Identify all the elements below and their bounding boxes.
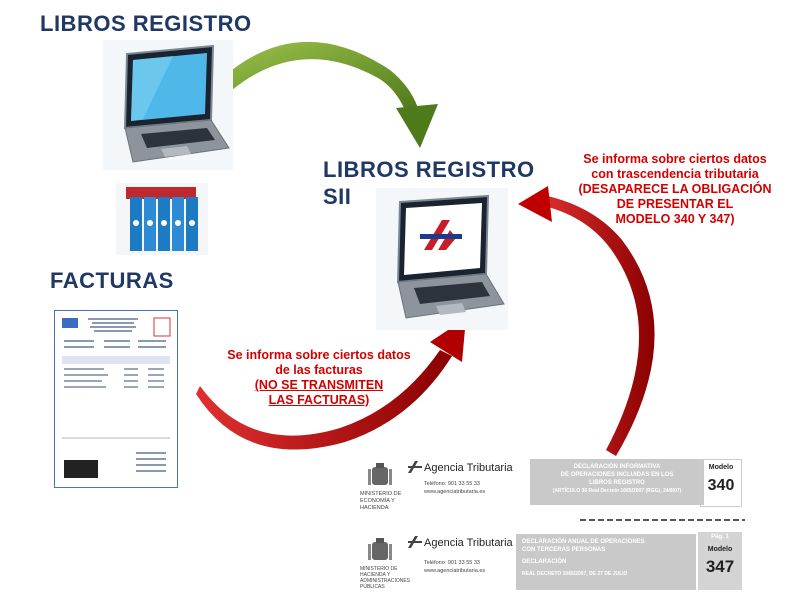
green-curved-arrow: [222, 41, 438, 148]
facturas-note-line4: LAS FACTURAS): [268, 393, 370, 407]
laptop-aeat-icon: [376, 188, 508, 330]
facturas-note: Se informa sobre ciertos datos de las fa…: [214, 348, 424, 408]
form340-title-line1: DECLARACIÓN INFORMATIVA: [573, 464, 661, 470]
heading-facturas: FACTURAS: [50, 268, 174, 293]
form340-title-line3: LIBROS REGISTRO: [589, 480, 645, 486]
form340-modelo-label: Modelo: [708, 464, 734, 471]
aeat-logo-icon: [420, 220, 462, 250]
form340-title-line4: (ARTÍCULO 36 Real Decreto 1065/2007 (RGG…: [552, 488, 682, 494]
modelos-note-line5: MODELO 340 Y 347): [615, 212, 735, 226]
heading-libros-registro-sii: LIBROS REGISTRO SII: [323, 156, 535, 210]
agency-logo-icon: [408, 536, 422, 548]
heading-sii-line2: SII: [323, 184, 352, 209]
form340-web: www.agenciatributaria.es: [424, 489, 486, 495]
form347-modelo-label: Modelo: [707, 546, 733, 553]
form347-title-line2: CON TERCERAS PERSONAS: [522, 547, 606, 553]
form347-title-line1: DECLARACIÓN ANUAL DE OPERACIONES: [522, 539, 645, 545]
coat-of-arms-icon: [368, 463, 392, 485]
form340-agency: Agencia Tributaria: [424, 462, 513, 474]
form347-agency: Agencia Tributaria: [424, 537, 513, 549]
agency-logo-icon: [408, 461, 422, 473]
form347-page-label: Pág. 1: [711, 534, 729, 540]
modelos-note-line3: (DESAPARECE LA OBLIGACIÓN: [578, 182, 772, 196]
invoice-icon: [54, 310, 178, 488]
form-modelo-347: MINISTERIO DE HACIENDA Y ADMINISTRACIONE…: [358, 530, 746, 594]
form340-phone: Teléfono: 901 33 55 33: [424, 481, 480, 487]
modelos-note-line4: DE PRESENTAR EL: [616, 197, 734, 211]
red-curved-arrow-modelos: [518, 186, 655, 456]
laptop-icon: [103, 40, 233, 170]
form347-title-box: DECLARACIÓN ANUAL DE OPERACIONES CON TER…: [516, 534, 696, 590]
binders-icon: [116, 183, 208, 255]
coat-of-arms-icon: [368, 538, 392, 560]
form347-ministry: MINISTERIO DE HACIENDA Y ADMINISTRACIONE…: [360, 566, 411, 590]
form340-ministry: MINISTERIO DE ECONOMÍA Y HACIENDA: [360, 491, 402, 511]
form-modelo-340: MINISTERIO DE ECONOMÍA Y HACIENDA Agenci…: [358, 457, 746, 517]
form347-title-line3: DECLARACIÓN: [522, 559, 567, 565]
form340-title-line2: DE OPERACIONES INCLUIDAS EN LOS: [560, 472, 674, 478]
form347-web: www.agenciatributaria.es: [424, 568, 486, 574]
form347-modelo-box: Pág. 1 Modelo 347: [698, 532, 742, 590]
modelos-note: Se informa sobre ciertos datos con trasc…: [560, 152, 790, 227]
facturas-note-line1: Se informa sobre ciertos datos: [227, 348, 411, 362]
form347-modelo-number: 347: [705, 557, 735, 576]
form347-phone: Teléfono: 901 33 55 33: [424, 560, 480, 566]
facturas-note-line2: de las facturas: [275, 363, 363, 377]
facturas-note-line3: (NO SE TRANSMITEN: [254, 378, 384, 392]
modelos-note-line1: Se informa sobre ciertos datos: [583, 152, 767, 166]
heading-libros-registro: LIBROS REGISTRO: [40, 11, 252, 36]
modelos-note-line2: con trascendencia tributaria: [591, 167, 759, 181]
form340-modelo-number: 340: [707, 477, 735, 494]
heading-sii-line1: LIBROS REGISTRO: [323, 157, 535, 182]
form347-title-line4: REAL DECRETO 1065/2007, DE 27 DE JULIO: [522, 571, 628, 577]
form340-modelo-box: Modelo 340: [700, 459, 742, 507]
form340-title-box: DECLARACIÓN INFORMATIVA DE OPERACIONES I…: [530, 459, 704, 505]
